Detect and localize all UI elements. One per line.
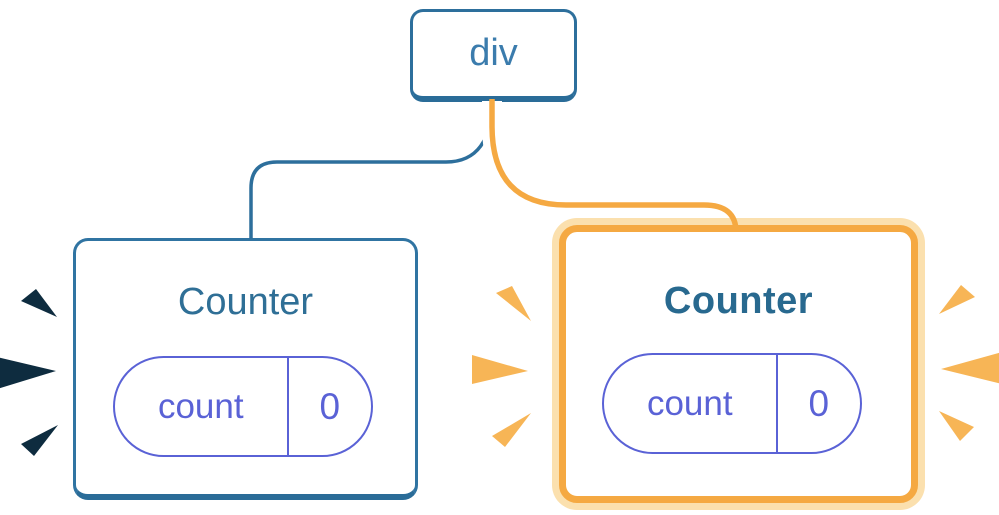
edge-to-right-counter-core — [489, 99, 739, 233]
root-node: div — [410, 9, 577, 102]
edge-to-left-counter — [249, 100, 494, 239]
state-value: 0 — [319, 385, 341, 427]
spark-burst-orange-left-icon — [472, 286, 531, 447]
state-key: count — [604, 355, 778, 452]
spark-burst-dark-icon — [0, 289, 58, 456]
counter-card-right-active: Counter count 0 — [559, 225, 918, 503]
state-pill: count 0 — [113, 356, 373, 457]
edge-to-right-counter-casing — [482, 101, 745, 220]
spark-burst-orange-right-icon — [939, 285, 999, 441]
state-value: 0 — [808, 382, 830, 424]
counter-title: Counter — [177, 281, 314, 323]
state-pill: count 0 — [602, 353, 862, 454]
counter-title: Counter — [663, 280, 814, 322]
counter-card-left: Counter count 0 — [73, 238, 418, 500]
root-node-label: div — [469, 32, 518, 74]
state-key: count — [115, 358, 289, 455]
